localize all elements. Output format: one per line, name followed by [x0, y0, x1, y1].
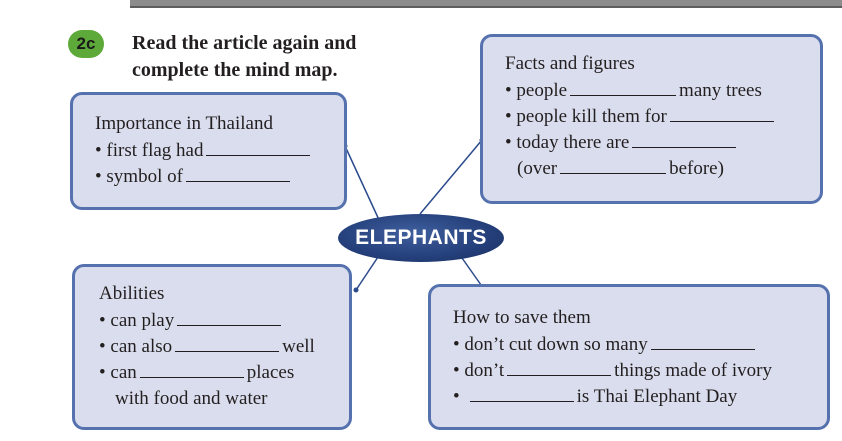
importance-title: Importance in Thailand [95, 113, 273, 134]
importance-item-flag: • first flag had [95, 138, 328, 164]
central-topic: ELEPHANTS [338, 214, 504, 262]
answer-blank[interactable] [185, 165, 290, 182]
importance-box: Importance in Thailand • first flag had … [70, 92, 347, 210]
exercise-badge: 2c [68, 30, 104, 58]
instruction-text: Read the article again and complete the … [132, 30, 356, 84]
abilities-item-food: with food and water [115, 388, 268, 409]
save-item-day: •is Thai Elephant Day [453, 385, 738, 407]
connector-abilities [355, 253, 381, 291]
answer-blank[interactable] [650, 333, 755, 350]
answer-blank[interactable] [570, 79, 677, 96]
facts-item-kill: • people kill them for [505, 104, 804, 130]
page-top-border [130, 0, 842, 8]
abilities-item-play: • can play [99, 308, 333, 334]
connector-importance [344, 145, 381, 223]
connector-facts [419, 139, 483, 215]
answer-blank[interactable] [560, 157, 667, 174]
instruction-line-1: Read the article again and [132, 32, 357, 54]
answer-blank[interactable] [469, 385, 574, 402]
answer-blank[interactable] [139, 361, 244, 378]
save-box: How to save them • don’t cut down so man… [428, 284, 830, 430]
answer-blank[interactable] [175, 335, 280, 352]
instruction-line-2: complete the mind map. [132, 59, 338, 81]
save-title: How to save them [453, 307, 591, 328]
abilities-title: Abilities [99, 283, 165, 304]
answer-blank[interactable] [632, 131, 737, 148]
answer-blank[interactable] [177, 309, 282, 326]
importance-item-symbol: • symbol of [95, 164, 328, 190]
connector-dot [353, 287, 359, 293]
answer-blank[interactable] [507, 359, 612, 376]
save-item-cut: • don’t cut down so many [453, 332, 811, 358]
answer-blank[interactable] [206, 139, 311, 156]
answer-blank[interactable] [669, 105, 774, 122]
facts-item-today: • today there are [505, 130, 804, 156]
facts-title: Facts and figures [505, 53, 635, 74]
